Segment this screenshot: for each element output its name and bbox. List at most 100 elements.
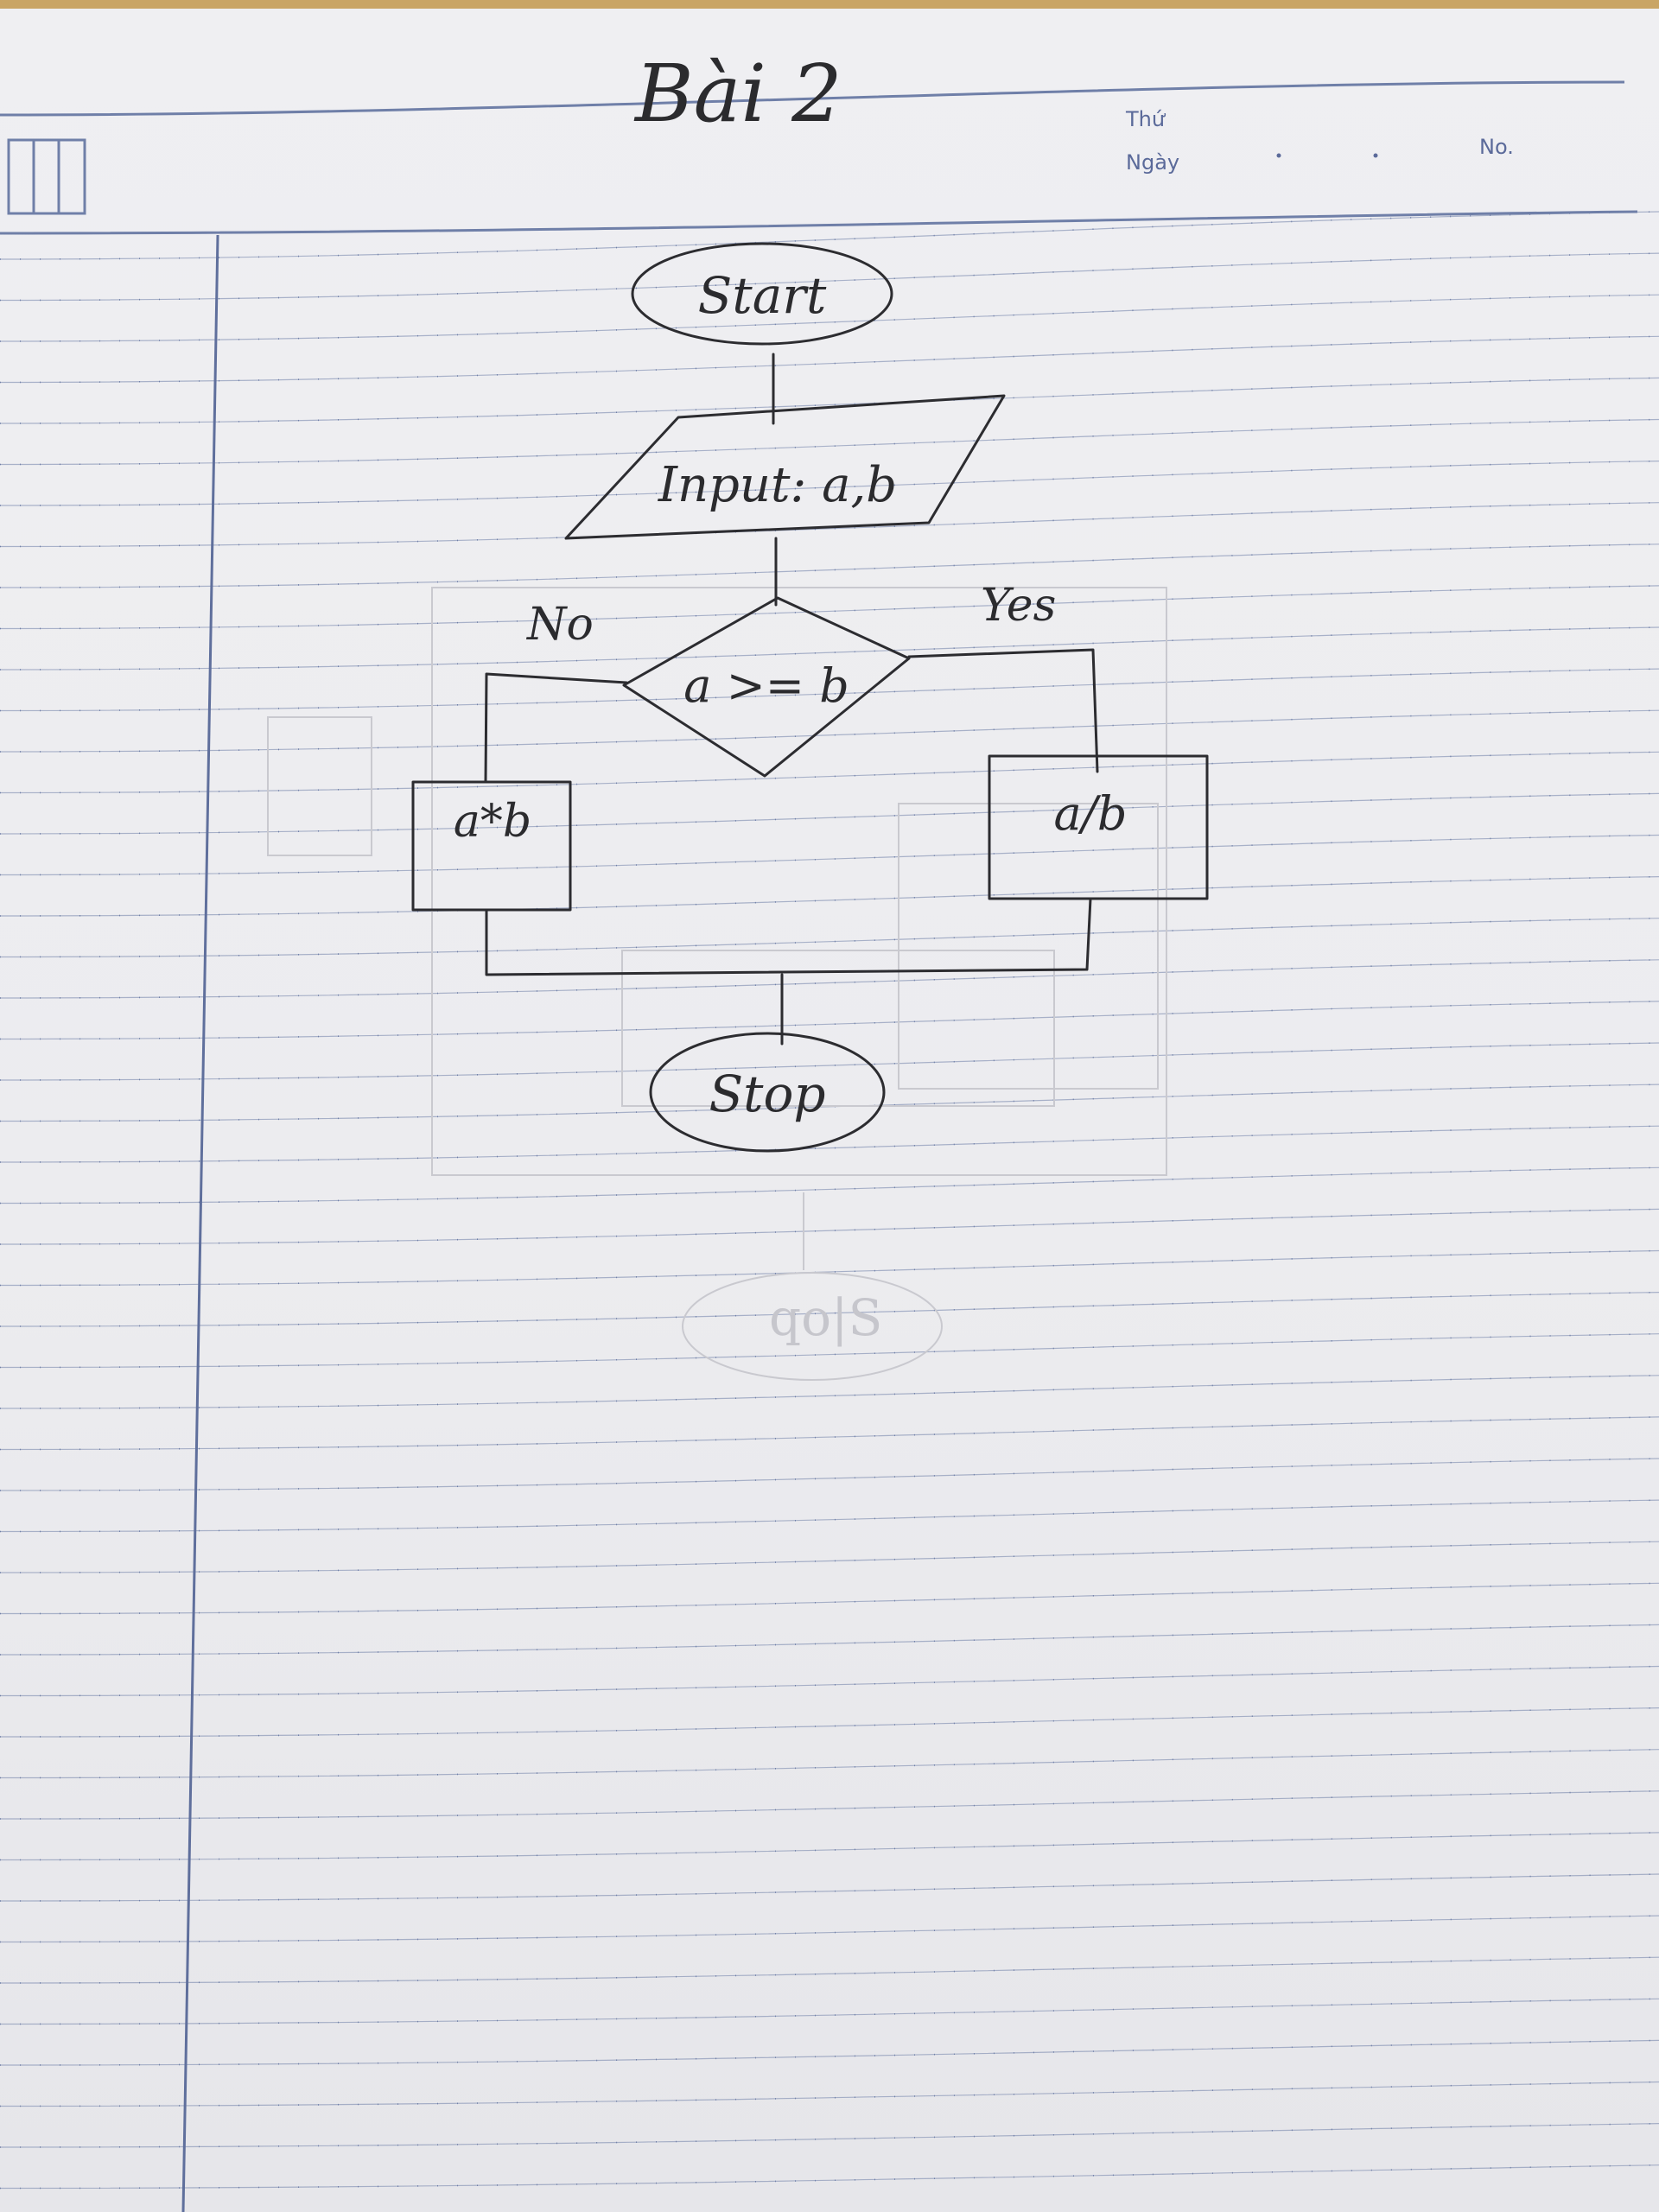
rule-line <box>0 1499 1659 1533</box>
rule-line <box>0 1375 1659 1409</box>
process-box-multiply <box>411 780 572 912</box>
rule-line <box>0 1998 1659 2025</box>
no-label: No. <box>1479 135 1514 159</box>
rule-line <box>0 1541 1659 1573</box>
rule-line <box>0 1624 1659 1656</box>
thu-label: Thứ <box>1125 107 1166 131</box>
rule-line <box>0 1125 1659 1163</box>
input-parallelogram <box>564 394 1006 540</box>
rule-line <box>0 1208 1659 1245</box>
page-title: Bài 2 <box>633 48 842 140</box>
rule-line <box>0 751 1659 794</box>
date-dot <box>1276 153 1281 158</box>
rule-line <box>0 418 1659 466</box>
rule-line-dots <box>0 1790 1659 1820</box>
stop-text: Stop <box>709 1065 825 1123</box>
rule-line <box>0 252 1659 302</box>
rule-line <box>0 1956 1659 1984</box>
rule-line <box>0 1166 1659 1205</box>
rule-line <box>0 1249 1659 1287</box>
rule-line-dots <box>0 543 1659 588</box>
rule-line <box>0 461 1659 506</box>
rule-line <box>0 1749 1659 1779</box>
rule-line-dots <box>0 335 1659 384</box>
input-text: Input: a,b <box>658 457 897 513</box>
decision-text: a >= b <box>683 658 849 713</box>
rule-line-dots <box>0 1998 1659 2025</box>
rule-line-dots <box>0 1873 1659 1902</box>
rule-line <box>0 668 1659 712</box>
rule-line-dots <box>0 709 1659 753</box>
rule-line <box>0 876 1659 917</box>
rule-line <box>0 959 1659 999</box>
header-box-icon <box>7 138 86 215</box>
no-branch-label: No <box>525 599 594 651</box>
rule-line <box>0 1790 1659 1820</box>
rule-line <box>0 1873 1659 1902</box>
date-dot <box>1373 153 1378 158</box>
rule-line <box>0 1084 1659 1122</box>
connector-yes-branch <box>907 648 1099 773</box>
margin-line <box>181 234 219 2212</box>
rule-line <box>0 1416 1659 1451</box>
multiply-text: a*b <box>454 796 531 848</box>
connector-no-branch <box>484 672 628 784</box>
flowchart: Start Input: a,b a >= b No Yes a*b a/b S… <box>411 242 1209 1153</box>
rule-line-dots <box>0 2122 1659 2148</box>
rule-line <box>0 1001 1659 1040</box>
rule-line-dots <box>0 2081 1659 2107</box>
rule-line <box>0 211 1659 260</box>
rule-line <box>0 1665 1659 1697</box>
rule-line <box>0 585 1659 630</box>
rule-line <box>0 918 1659 958</box>
rule-line-dots <box>0 1832 1659 1861</box>
rule-line-dots <box>0 252 1659 302</box>
rule-line <box>0 834 1659 876</box>
rule-line <box>0 1582 1659 1615</box>
rule-line <box>0 709 1659 753</box>
decision-diamond <box>622 596 911 778</box>
ghost-drawing: qo|S <box>267 587 1167 1381</box>
rule-line <box>0 1707 1659 1738</box>
binding-strip <box>0 0 1659 9</box>
start-terminal <box>631 242 893 346</box>
rule-line-dots <box>0 1915 1659 1943</box>
rule-line-dots <box>0 294 1659 342</box>
rule-line-dots <box>0 2039 1659 2066</box>
rule-line <box>0 792 1659 835</box>
rule-line-dots <box>0 1956 1659 1984</box>
rule-line-dots <box>0 1748 1659 1779</box>
rule-line <box>0 1042 1659 1081</box>
rule-line-dots <box>0 792 1659 835</box>
process-box-divide <box>988 754 1209 900</box>
rule-line-dots <box>0 751 1659 794</box>
rule-line <box>0 1292 1659 1327</box>
ghost-text: qo|S <box>769 1288 882 1347</box>
ngay-label: Ngày <box>1126 150 1179 175</box>
header-top-line <box>0 80 1625 117</box>
start-text: Start <box>698 266 827 325</box>
rule-line <box>0 335 1659 384</box>
rule-line <box>0 2123 1659 2148</box>
rule-line-dots <box>0 2164 1659 2190</box>
rule-line <box>0 294 1659 342</box>
rule-line-dots <box>0 377 1659 424</box>
yes-branch-label: Yes <box>981 580 1056 632</box>
connector-merge <box>485 897 1092 976</box>
rule-line <box>0 1832 1659 1861</box>
rule-line <box>0 502 1659 548</box>
stop-terminal <box>649 1032 886 1153</box>
rule-line <box>0 1458 1659 1491</box>
rule-line <box>0 2081 1659 2107</box>
rule-line <box>0 2164 1659 2190</box>
header-bottom-line <box>0 210 1638 235</box>
rule-line <box>0 543 1659 588</box>
rule-line <box>0 1915 1659 1943</box>
rule-line <box>0 626 1659 671</box>
divide-text: a/b <box>1054 786 1128 841</box>
rule-line <box>0 2039 1659 2066</box>
rule-line <box>0 377 1659 424</box>
rule-line <box>0 1333 1659 1369</box>
